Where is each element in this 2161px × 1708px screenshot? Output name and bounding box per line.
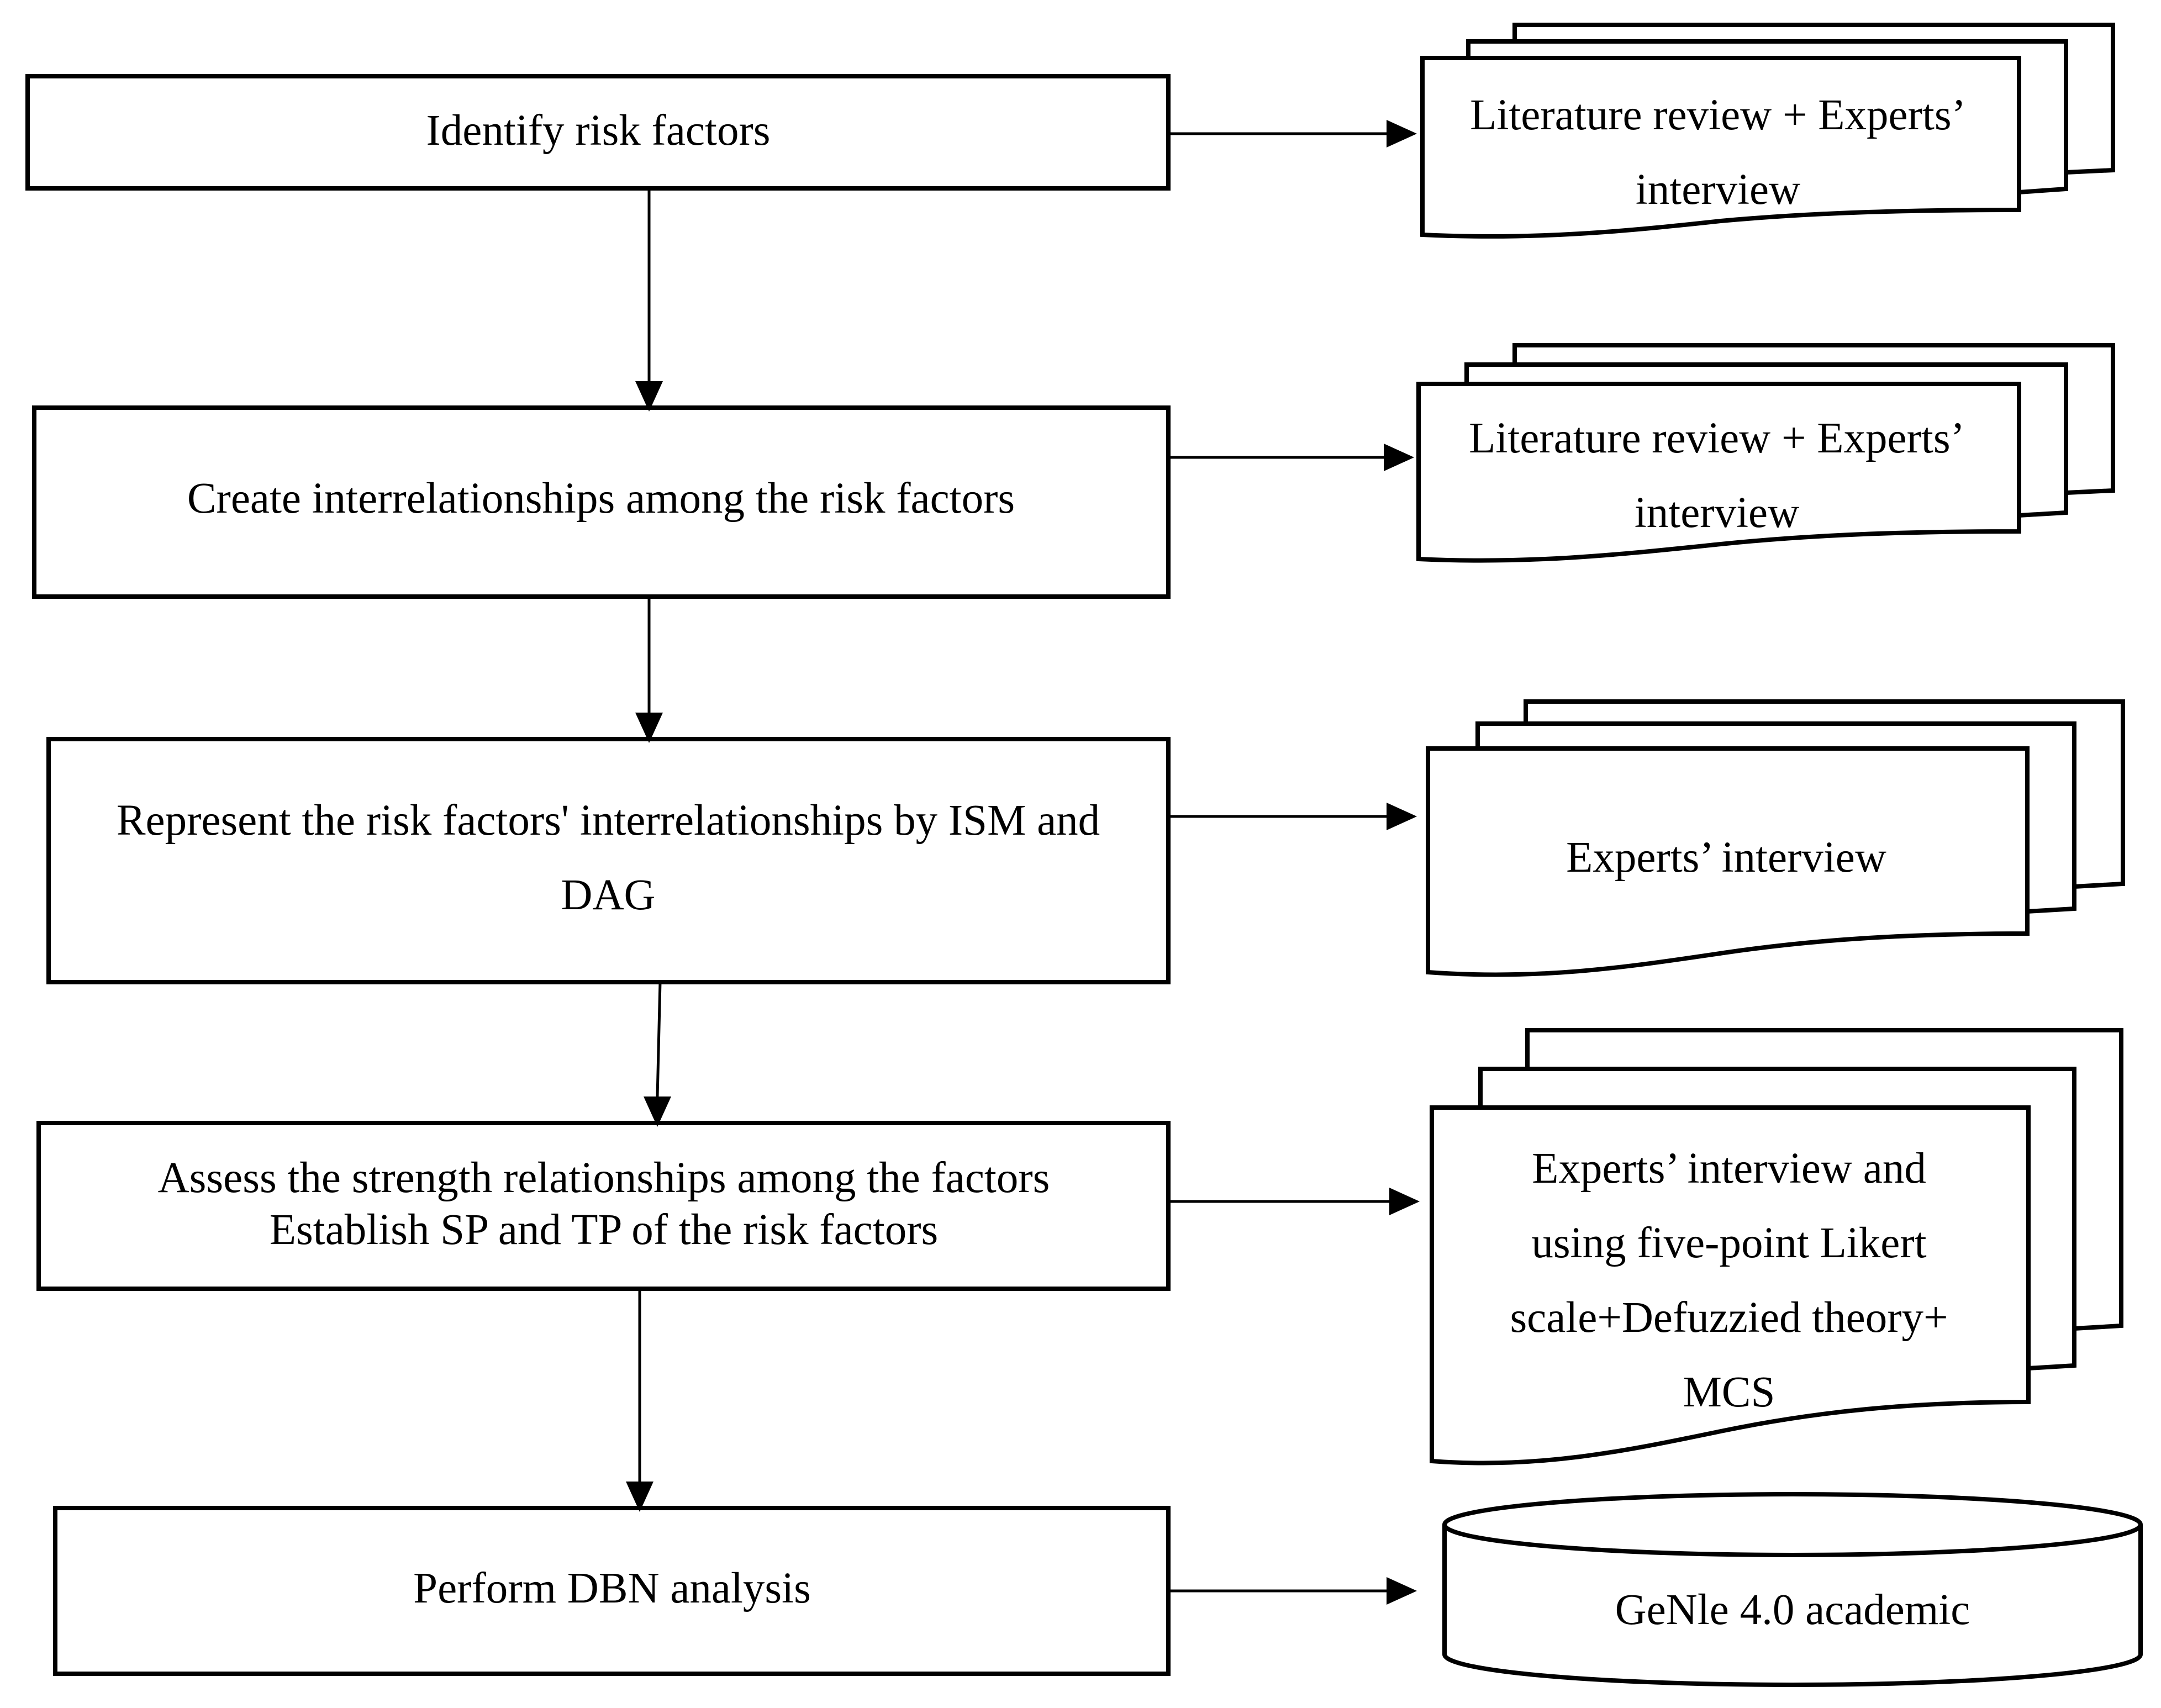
step-label-line: DAG <box>561 871 655 919</box>
step-label-line: Identify risk factors <box>426 107 770 155</box>
svg-text:Establish SP and TP of the ris: Establish SP and TP of the risk factors <box>270 1206 939 1254</box>
step-label-line: Perform DBN analysis <box>413 1564 811 1612</box>
svg-text:DAG: DAG <box>561 871 655 919</box>
step-create-interrelationships: Create interrelationships among the risk… <box>32 405 1171 599</box>
svg-text:interview: interview <box>1635 489 1799 537</box>
svg-text:scale+Defuzzied theory+: scale+Defuzzied theory+ <box>1510 1294 1948 1342</box>
step-label-line: Assess the strength relationships among … <box>158 1154 1050 1202</box>
down-arrow <box>635 597 663 743</box>
right-arrow <box>1168 120 1417 147</box>
svg-text:Literature review + Experts’: Literature review + Experts’ <box>1469 414 1965 462</box>
svg-text:Experts’ interview and: Experts’ interview and <box>1532 1145 1926 1193</box>
svg-text:Perform DBN analysis: Perform DBN analysis <box>413 1564 811 1612</box>
source-label-line: interview <box>1636 166 1800 214</box>
step-identify-risk-factors: Identify risk factors <box>25 74 1171 191</box>
source-label-line: Literature review + Experts’ <box>1469 414 1965 462</box>
svg-text:GeNle 4.0 academic: GeNle 4.0 academic <box>1615 1586 1970 1634</box>
right-arrow <box>1168 1577 1417 1605</box>
right-arrow <box>1168 803 1417 830</box>
source-label-line: Literature review + Experts’ <box>1470 91 1966 139</box>
svg-text:interview: interview <box>1636 166 1800 214</box>
source-label-line: scale+Defuzzied theory+ <box>1510 1294 1948 1342</box>
svg-text:Create interrelationships amon: Create interrelationships among the risk… <box>187 475 1015 523</box>
database-genie: GeNle 4.0 academic <box>1442 1492 2143 1687</box>
svg-text:using five-point Likert: using five-point Likert <box>1531 1219 1926 1267</box>
down-arrow <box>626 1289 653 1512</box>
source-label-line: interview <box>1635 489 1799 537</box>
source-label-line: MCS <box>1683 1368 1775 1416</box>
svg-text:MCS: MCS <box>1683 1368 1775 1416</box>
svg-text:Identify risk factors: Identify risk factors <box>426 107 770 155</box>
step-represent-ism-dag: Represent the risk factors' interrelatio… <box>46 737 1171 984</box>
source-label-line: Experts’ interview and <box>1532 1145 1926 1193</box>
step-perform-dbn: Perform DBN analysis <box>53 1506 1171 1676</box>
step-label-line: Create interrelationships among the risk… <box>187 475 1015 523</box>
multi-document-experts-likert: Experts’ interview and using five-point … <box>1430 1028 2123 1465</box>
multi-document-literature-review: Literature review + Experts’ interview <box>1420 23 2115 239</box>
source-label-line: using five-point Likert <box>1531 1219 1926 1267</box>
step-label-line: Establish SP and TP of the risk factors <box>270 1206 939 1254</box>
multi-document-literature-review: Literature review + Experts’ interview <box>1416 343 2115 563</box>
right-arrow <box>1168 1188 1420 1215</box>
down-arrow <box>644 982 671 1127</box>
svg-text:Assess the strength relationsh: Assess the strength relationships among … <box>158 1154 1050 1202</box>
multi-document-experts-interview: Experts’ interview <box>1426 699 2125 977</box>
source-label-line: GeNle 4.0 academic <box>1615 1586 1970 1634</box>
svg-text:Represent the risk factors' in: Represent the risk factors' interrelatio… <box>117 797 1100 845</box>
source-label-line: Experts’ interview <box>1566 834 1886 882</box>
step-assess-strength: Assess the strength relationships among … <box>36 1121 1171 1291</box>
right-arrow <box>1168 444 1414 471</box>
down-arrow <box>635 188 663 412</box>
svg-text:Literature review + Experts’: Literature review + Experts’ <box>1470 91 1966 139</box>
svg-text:Experts’ interview: Experts’ interview <box>1566 834 1886 882</box>
step-label-line: Represent the risk factors' interrelatio… <box>117 797 1100 845</box>
